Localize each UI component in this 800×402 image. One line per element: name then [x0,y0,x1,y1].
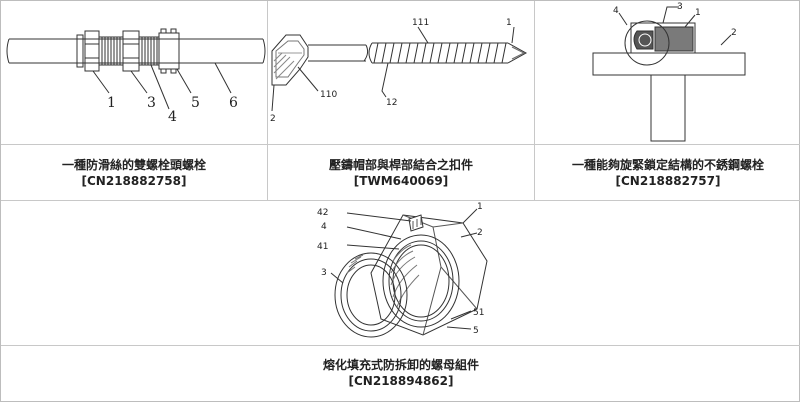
callout-label: 3 [321,268,327,278]
callout-label: 1 [506,18,512,28]
callout-label: 1 [107,95,116,111]
callout-label: 51 [473,308,484,318]
callout-label: 2 [270,114,276,124]
callout-label: 12 [386,98,397,108]
patent-title: 壓鑄帽部與桿部結合之扣件 [328,158,473,172]
callout-label: 111 [412,18,429,28]
callout-label: 4 [168,109,177,125]
patent-caption: 一種能夠旋緊鎖定結構的不銹鋼螺栓 [CN218882757] [535,157,800,189]
callout-label: 6 [229,95,238,111]
patent-caption: 一種防滑絲的雙螺栓頭螺栓 [CN218882758] [1,157,267,189]
callout-label: 3 [677,2,683,12]
grid-divider [1,345,800,346]
callout-label: 4 [613,6,619,16]
patent-number: [CN218882758] [81,174,187,188]
callout-label: 2 [731,28,737,38]
patent-title: 一種防滑絲的雙螺栓頭螺栓 [61,158,206,172]
callout-label: 110 [320,90,337,100]
callout-label: 41 [317,242,328,252]
patent-caption: 壓鑄帽部與桿部結合之扣件 [TWM640069] [268,157,534,189]
callout-label: 3 [147,95,156,111]
callout-label: 1 [695,8,701,18]
grid-divider [534,1,535,200]
patent-drawing-double-bolt: 1 3 4 5 6 [1,1,267,144]
callout-label: 5 [191,95,200,111]
callout-label: 42 [317,208,328,218]
callout-label: 2 [477,228,483,238]
patent-title: 一種能夠旋緊鎖定結構的不銹鋼螺栓 [571,158,764,172]
grid-divider [267,1,268,200]
patent-title: 熔化填充式防拆卸的螺母組件 [322,358,479,372]
grid-divider [1,144,800,145]
patent-number: [CN218894862] [348,374,454,388]
patent-caption: 熔化填充式防拆卸的螺母組件 [CN218894862] [1,357,800,389]
patent-drawing-nut-assembly: 42 4 41 1 2 3 51 5 [251,201,551,345]
callout-label: 4 [321,222,327,232]
callout-label: 5 [473,326,479,336]
grid-divider [1,200,800,201]
patent-number: [TWM640069] [353,174,449,188]
callout-label: 1 [477,202,483,212]
patent-drawing-cap-screw: 110 111 1 2 12 [268,1,534,144]
patent-number: [CN218882757] [615,174,721,188]
patent-drawing-locking-bolt: 4 3 1 2 [535,1,800,144]
